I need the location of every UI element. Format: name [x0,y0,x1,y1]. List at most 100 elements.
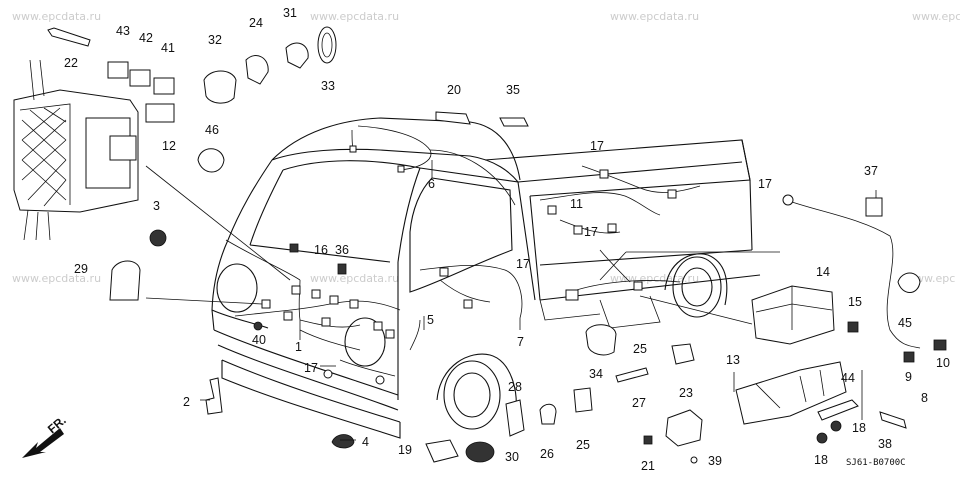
part-label-39: 39 [708,454,722,468]
part-label-45: 45 [898,316,912,330]
part-label-32: 32 [208,33,222,47]
wire-harness [225,125,701,377]
relay-43 [107,61,129,79]
grommet-32 [203,70,237,104]
part-label-35: 35 [506,83,520,97]
grommet-34 [585,324,617,356]
part-label-30: 30 [505,450,519,464]
part-label-33: 33 [321,79,335,93]
clamp-29 [109,260,141,301]
clamp-25 [671,343,695,365]
watermark: www.epcdata.ru [310,272,400,285]
part-label-40: 40 [252,333,266,347]
bolt-21 [643,435,653,445]
part-label-29: 29 [74,262,88,276]
part-label-17b: 17 [758,177,772,191]
part-label-26: 26 [540,447,554,461]
part-label-8: 8 [921,391,928,405]
relay-23 [665,409,703,447]
watermark: www.epcdata.ru [12,10,102,23]
control-unit-14 [751,285,835,345]
part-label-21: 21 [641,459,655,473]
part-label-42: 42 [139,31,153,45]
clip-26 [539,403,557,425]
ground-cable [785,199,921,349]
part-label-1: 1 [295,340,302,354]
part-label-41: 41 [161,41,175,55]
grommet-30 [465,441,495,463]
clip-28 [505,399,525,437]
clamp-25b [573,387,593,413]
part-label-17e: 17 [304,361,318,375]
grommet-33 [317,26,337,64]
bolt-18 [830,420,842,432]
grommet-33-inner [321,32,333,58]
part-label-10: 10 [936,356,950,370]
bolt-18b [816,432,828,444]
socket-46 [197,148,225,173]
strip-27 [615,367,649,383]
relay-12 [145,103,175,123]
part-label-6: 6 [428,177,435,191]
part-label-22: 22 [64,56,78,70]
part-label-31: 31 [283,6,297,20]
wrench-44 [817,399,859,421]
part-label-17d: 17 [516,257,530,271]
bolt-16 [289,243,299,253]
part-label-36: 36 [335,243,349,257]
part-label-18a: 18 [852,421,866,435]
part-label-2: 2 [183,395,190,409]
relay-42 [129,69,151,87]
bolt-36 [337,263,347,275]
bolt-37 [865,197,883,217]
part-label-15: 15 [848,295,862,309]
nut-9 [903,351,915,363]
part-label-20: 20 [447,83,461,97]
part-label-19: 19 [398,443,412,457]
part-label-17c: 17 [584,225,598,239]
diagram-code: SJ61-B0700C [846,458,906,468]
part-label-25a: 25 [633,342,647,356]
part-label-5: 5 [427,313,434,327]
part-label-27: 27 [632,396,646,410]
part-label-28: 28 [508,380,522,394]
bracket-13 [735,361,847,425]
direction-label: FR. [45,413,69,436]
part-label-3: 3 [153,199,160,213]
terminal [782,194,794,206]
part-label-37: 37 [864,164,878,178]
harness-connectors [261,145,677,385]
part-label-16: 16 [314,243,328,257]
leader-lines [145,160,877,441]
clamp-24 [245,55,269,85]
bracket-2 [205,377,223,415]
bolt-38 [879,411,907,429]
part-label-44: 44 [841,371,855,385]
part-label-9: 9 [905,370,912,384]
part-label-12: 12 [162,139,176,153]
bolt-3 [149,229,167,247]
grommet-4 [331,434,355,449]
fuse-box [13,59,139,241]
part-label-38: 38 [878,437,892,451]
grommet-45 [897,272,921,293]
clamp-31 [285,42,309,69]
watermark: www.epc [912,10,960,23]
washer-39 [690,456,698,464]
nut-10 [933,339,947,351]
bracket-19 [425,439,459,463]
watermark: www.epcdata.ru [610,10,700,23]
part-label-17a: 17 [590,139,604,153]
part-number-labels: 1 2 3 4 5 6 7 8 9 10 11 12 13 14 15 16 1… [64,6,950,473]
truck-outline [211,117,761,439]
part-label-23: 23 [679,386,693,400]
part-label-18b: 18 [814,453,828,467]
relay-41 [153,77,175,95]
part-label-4: 4 [362,435,369,449]
part-label-46: 46 [205,123,219,137]
part-label-13: 13 [726,353,740,367]
part-label-34: 34 [589,367,603,381]
pad-35 [499,117,529,127]
part-label-25b: 25 [576,438,590,452]
